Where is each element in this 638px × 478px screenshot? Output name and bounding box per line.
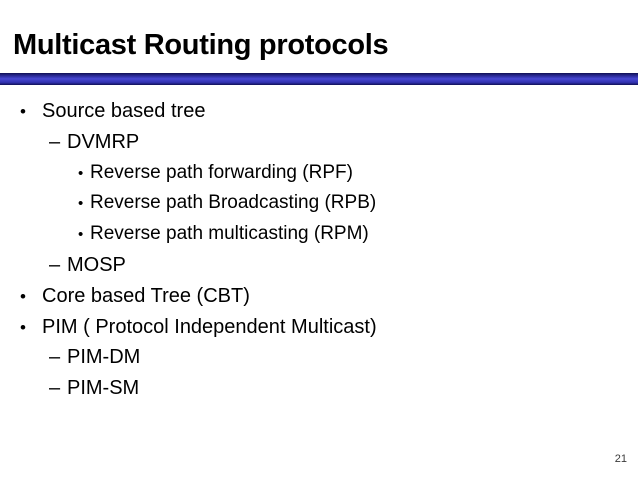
list-item-text: PIM-DM (67, 346, 141, 369)
list-item: • Core based Tree (CBT) (0, 281, 620, 312)
list-item-text: DVMRP (67, 130, 140, 153)
list-item-text: Reverse path forwarding (RPF) (90, 161, 353, 183)
dash-icon: – (49, 253, 61, 276)
bullet-icon: • (78, 195, 84, 213)
list-item-text: Reverse path Broadcasting (RPB) (90, 192, 377, 214)
bullet-icon: • (78, 164, 84, 182)
bullet-icon: • (20, 286, 26, 306)
list-item-text: PIM ( Protocol Independent Multicast) (42, 315, 377, 338)
list-item: • PIM ( Protocol Independent Multicast) (0, 312, 620, 343)
list-item-text: PIM-SM (67, 377, 140, 400)
dash-icon: – (49, 346, 61, 369)
dash-icon: – (49, 130, 61, 153)
list-item: –PIM-SM (0, 373, 620, 404)
list-item: • Reverse path Broadcasting (RPB) (0, 188, 620, 219)
accent-bar (0, 73, 638, 85)
list-item: –DVMRP (0, 127, 620, 158)
bullet-list: •Source based tree–DVMRP•Reverse path fo… (0, 96, 620, 404)
list-item-text: Reverse path multicasting (RPM) (90, 223, 369, 245)
list-item: –MOSP (0, 250, 620, 281)
list-item-text: MOSP (67, 253, 126, 276)
list-item: –PIM-DM (0, 342, 620, 373)
list-item-text: Core based Tree (CBT) (42, 284, 250, 307)
list-item: • Reverse path forwarding (RPF) (0, 158, 620, 189)
bullet-icon: • (20, 102, 26, 121)
slide-title: Multicast Routing protocols (13, 29, 389, 61)
bullet-icon: • (78, 226, 84, 244)
list-item-text: Source based tree (42, 100, 206, 122)
dash-icon: – (49, 377, 61, 400)
list-item: • Reverse path multicasting (RPM) (0, 219, 620, 250)
bullet-icon: • (20, 317, 26, 337)
page-number: 21 (614, 453, 627, 465)
list-item: • Source based tree (0, 96, 620, 127)
